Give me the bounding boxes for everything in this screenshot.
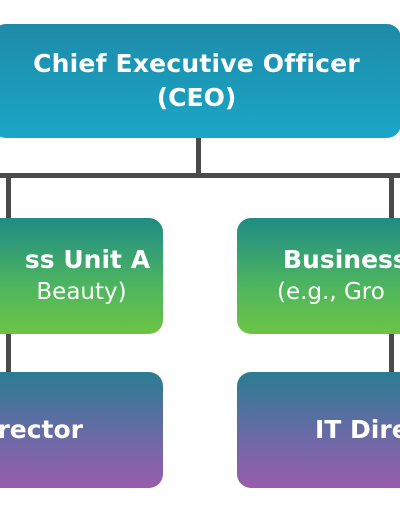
ceo-subtitle: (CEO) bbox=[156, 83, 237, 112]
director-b-node: IT Dire bbox=[237, 372, 400, 488]
connector-right-unit-to-director bbox=[389, 334, 394, 372]
ceo-node: Chief Executive Officer (CEO) bbox=[0, 24, 400, 138]
business-unit-b-node: Business (e.g., Gro bbox=[237, 218, 400, 334]
connector-right-drop bbox=[389, 173, 394, 219]
connector-left-drop bbox=[6, 173, 11, 219]
director-a-title: rector bbox=[0, 415, 83, 444]
business-unit-b-title: Business bbox=[283, 245, 400, 274]
connector-horizontal-bar bbox=[0, 173, 400, 178]
connector-left-unit-to-director bbox=[6, 334, 11, 372]
ceo-title: Chief Executive Officer bbox=[33, 49, 360, 78]
connector-ceo-down bbox=[196, 138, 201, 176]
director-b-title: IT Dire bbox=[315, 415, 400, 444]
business-unit-a-title: ss Unit A bbox=[24, 245, 151, 274]
business-unit-a-node: ss Unit A Beauty) bbox=[0, 218, 163, 334]
business-unit-a-subtitle: Beauty) bbox=[36, 279, 127, 305]
director-a-node: rector bbox=[0, 372, 163, 488]
business-unit-b-subtitle: (e.g., Gro bbox=[277, 279, 385, 305]
